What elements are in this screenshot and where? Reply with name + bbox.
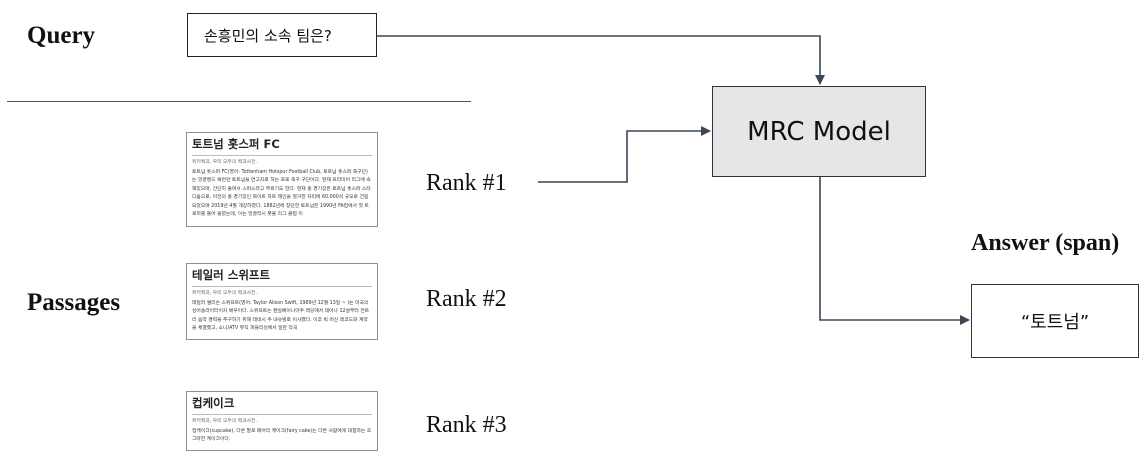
rank-label-1: Rank #1 <box>426 170 507 196</box>
passage-card-3: 컵케이크 위키백과, 우리 모두의 백과사전. 컵케이크(cupcake), 다… <box>186 391 378 451</box>
rank-label-2: Rank #2 <box>426 286 507 312</box>
answer-text: “토트넘” <box>1020 312 1090 333</box>
query-to-model-arrow <box>377 35 825 85</box>
passage-title: 테일러 스위프트 <box>192 267 372 287</box>
rank-label-3: Rank #3 <box>426 412 507 438</box>
rank1-to-model-arrow <box>538 126 711 183</box>
answer-heading: Answer (span) <box>971 230 1120 256</box>
passage-subtitle: 위키백과, 우리 모두의 백과사전. <box>192 291 257 296</box>
passage-card-2: 테일러 스위프트 위키백과, 우리 모두의 백과사전. 테일러 앨리슨 스위프트… <box>186 263 378 340</box>
query-text: 손흥민의 소속 팀은? <box>204 26 332 45</box>
passage-body: 테일러 앨리슨 스위프트(영어: Taylor Alison Swift, 19… <box>192 301 370 332</box>
passage-body: 토트넘 홋스퍼 FC(영어: Tottenham Hotspur Footbal… <box>192 170 371 217</box>
section-divider <box>7 101 471 102</box>
passage-title: 컵케이크 <box>192 395 372 415</box>
passage-card-1: 토트넘 홋스퍼 FC 위키백과, 우리 모두의 백과사전. 토트넘 홋스퍼 FC… <box>186 132 378 227</box>
passages-label: Passages <box>27 289 121 316</box>
passage-title: 토트넘 홋스퍼 FC <box>192 136 372 156</box>
query-label: Query <box>27 22 96 49</box>
query-box: 손흥민의 소속 팀은? <box>187 13 377 57</box>
model-to-answer-arrow <box>819 177 970 325</box>
passage-body: 컵케이크(cupcake), 다른 말로 페어리 케이크(fairy cake)… <box>192 429 372 443</box>
passage-subtitle: 위키백과, 우리 모두의 백과사전. <box>192 160 257 165</box>
mrc-model-label: MRC Model <box>747 116 891 147</box>
answer-box: “토트넘” <box>971 284 1139 358</box>
passage-subtitle: 위키백과, 우리 모두의 백과사전. <box>192 419 257 424</box>
mrc-model-box: MRC Model <box>712 86 926 177</box>
